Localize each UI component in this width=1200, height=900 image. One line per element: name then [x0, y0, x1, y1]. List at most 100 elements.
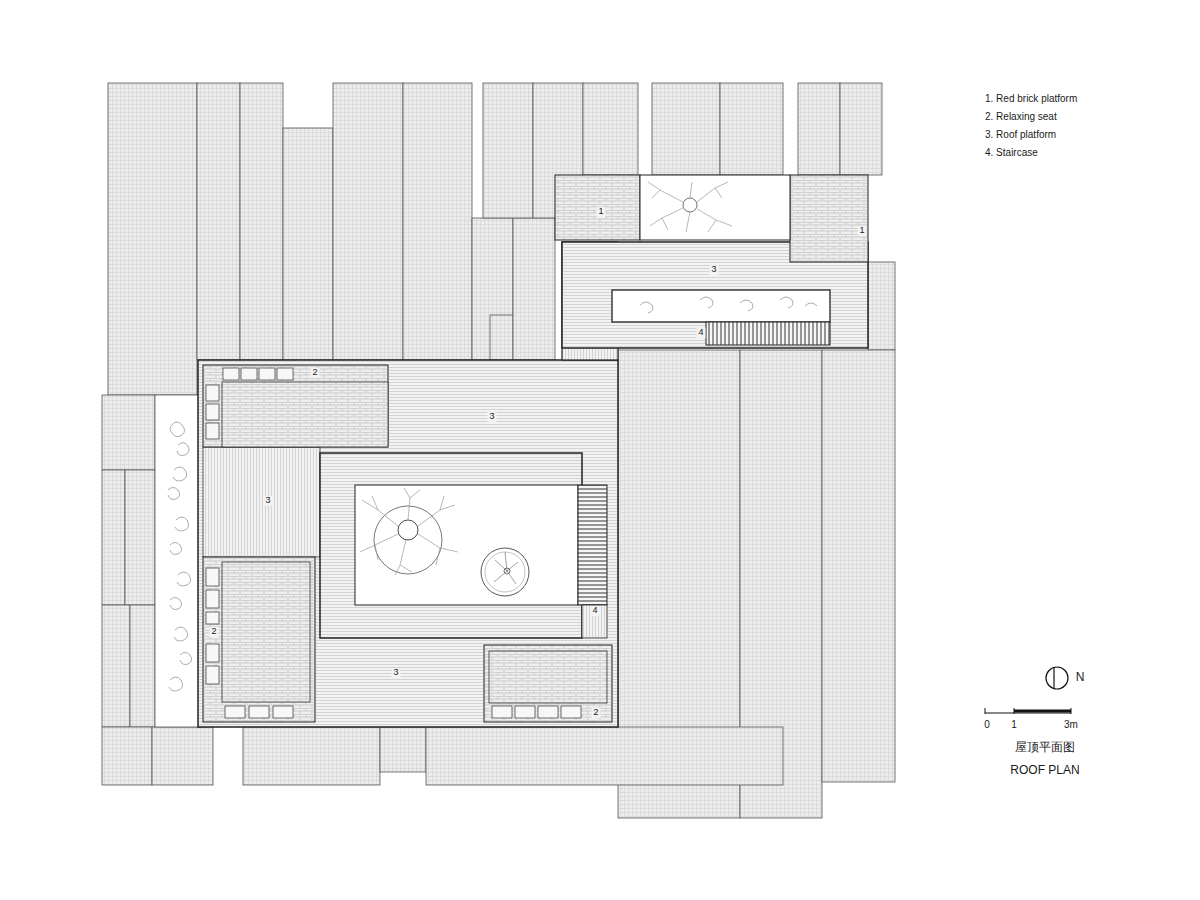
shrub: [168, 467, 187, 500]
building: [243, 727, 380, 785]
legend-text: 3. Roof platform: [985, 129, 1056, 140]
north-court: [555, 175, 868, 345]
building: [720, 83, 783, 175]
building: [102, 395, 155, 470]
building: [426, 727, 783, 785]
building: [652, 83, 720, 175]
callout-number: 1: [857, 226, 866, 236]
seat-top: [222, 382, 388, 447]
courtyard-trees: [360, 488, 529, 596]
seat-top: [489, 651, 607, 703]
legend-text: 4. Staircase: [985, 147, 1038, 158]
tree-crown: [485, 552, 525, 592]
building: [102, 470, 125, 605]
seat-cushions: [206, 568, 293, 718]
building: [513, 218, 555, 360]
callout-number: 2: [310, 368, 319, 378]
scale-number: 1: [1011, 719, 1017, 730]
cushion: [259, 368, 275, 380]
building: [125, 470, 155, 605]
callout-number: 2: [591, 708, 600, 718]
neighbour-buildings: [102, 83, 895, 818]
building: [108, 83, 197, 395]
cushion: [241, 368, 257, 380]
building: [798, 83, 840, 175]
north-circle: [1046, 667, 1068, 689]
shrub: [174, 627, 192, 665]
relaxing-seat: [484, 645, 612, 722]
callout-number: 4: [696, 328, 705, 338]
cushion: [225, 706, 245, 718]
shrub: [169, 677, 183, 691]
north-label: N: [1076, 671, 1085, 684]
plan-title: ROOF PLAN: [1010, 764, 1079, 777]
roof-platform: [198, 360, 618, 727]
shrubs: [640, 297, 817, 313]
callout-number: 4: [590, 606, 599, 616]
scale-line: [985, 713, 1071, 714]
scale-number: 0: [984, 719, 990, 730]
building: [822, 350, 895, 782]
cushion: [273, 706, 293, 718]
legend-text: 1. Red brick platform: [985, 93, 1077, 104]
cushion: [492, 706, 512, 718]
building: [130, 605, 155, 727]
callout-number: 3: [391, 668, 400, 678]
courtyard-void: [640, 175, 790, 240]
shrub: [170, 422, 189, 456]
building: [840, 83, 882, 175]
stair-landing: [582, 605, 607, 638]
building: [868, 262, 895, 350]
cushion: [206, 612, 219, 624]
building: [102, 727, 152, 785]
relaxing-seats: [203, 365, 612, 722]
cushion: [206, 666, 219, 684]
scale-segment: [1014, 710, 1071, 713]
tree: [648, 182, 732, 232]
cushion: [206, 644, 219, 662]
tree-crown: [481, 548, 529, 596]
planting-strip: [155, 395, 200, 727]
scale-ticks: [985, 708, 1071, 714]
courtyard-rim: [320, 453, 582, 638]
cushion: [249, 706, 269, 718]
building: [583, 83, 638, 175]
building: [483, 83, 533, 218]
cushion: [223, 368, 239, 380]
seat-cushions: [492, 706, 581, 718]
alley-planting: [155, 395, 200, 727]
cushion: [277, 368, 293, 380]
seat-cushions: [206, 368, 293, 439]
scale-number: 3m: [1064, 719, 1078, 730]
legend-text: 2. Relaxing seat: [985, 111, 1057, 122]
tree: [360, 488, 458, 575]
tree-trunk: [683, 198, 697, 212]
building: [472, 218, 513, 360]
roof-platforms: [198, 242, 868, 727]
building: [380, 727, 426, 772]
building: [102, 605, 130, 727]
plan-title: 屋顶平面图: [1015, 741, 1075, 754]
shrub: [170, 572, 191, 610]
shrub: [170, 517, 189, 555]
staircase: [706, 322, 830, 345]
shrubs: [168, 422, 192, 691]
callout-number: 3: [709, 265, 718, 275]
building: [197, 83, 240, 360]
callout-number: 3: [263, 496, 272, 506]
cushion: [538, 706, 558, 718]
cushion: [515, 706, 535, 718]
planter: [612, 290, 830, 322]
building: [240, 83, 283, 360]
scale-bar: [985, 708, 1071, 714]
callout-number: 2: [209, 627, 218, 637]
cushion: [206, 423, 219, 439]
building: [333, 83, 403, 360]
courtyard-void: [355, 485, 578, 605]
cushion: [561, 706, 581, 718]
tree-trunk: [398, 520, 418, 540]
roof-platform: [203, 447, 320, 557]
red-brick-platform: [790, 175, 868, 262]
tree-branches: [360, 488, 458, 575]
